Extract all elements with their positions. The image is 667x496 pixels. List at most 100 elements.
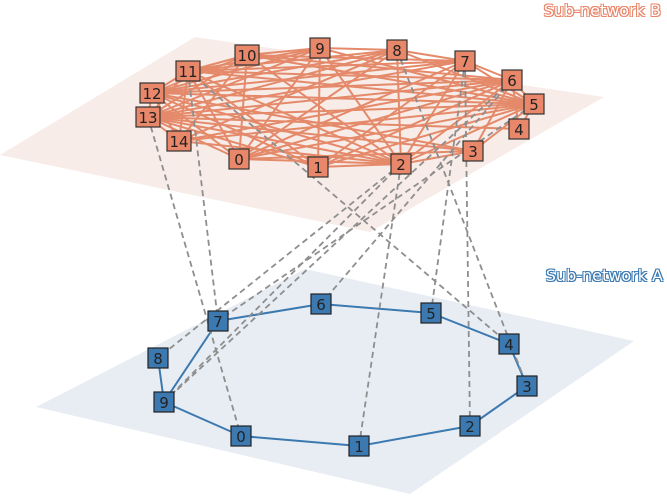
subnetwork-b-node-box (386, 39, 408, 61)
subnetwork-b-node-label: 10 (237, 47, 256, 65)
subnetwork-b-node-box (139, 82, 165, 104)
subnetwork-a-nodes: 0 1 2 3 4 5 6 7 8 9 (147, 293, 538, 457)
subnetwork-a-node-3[interactable]: 3 (516, 375, 538, 397)
subnetwork-b-node-label: 7 (460, 53, 470, 71)
subnetwork-b-node-box (454, 50, 476, 72)
subnetwork-b-node-label: 2 (396, 156, 406, 174)
subnetwork-b-node-11[interactable]: 11 (175, 60, 201, 82)
subnetwork-b-node-label: 6 (507, 72, 517, 90)
subnetwork-b-edge (178, 103, 535, 142)
subnetwork-b-edge (147, 116, 319, 168)
subnetwork-b-edge (147, 116, 520, 130)
interlayer-link (217, 103, 535, 322)
interlayer-link (157, 163, 402, 359)
subnetwork-a-node-label: 1 (354, 438, 364, 456)
subnetwork-b-node-7[interactable]: 7 (454, 50, 476, 72)
subnetwork-b-node-13[interactable]: 13 (135, 106, 161, 128)
subnetwork-a-node-label: 5 (426, 305, 436, 323)
subnetwork-a-edge (430, 312, 510, 345)
subnetwork-b-node-box (309, 37, 331, 59)
subnetwork-b-node-label: 3 (468, 143, 478, 161)
subnetwork-b-node-box (390, 153, 412, 175)
subnetwork-b-node-2[interactable]: 2 (390, 153, 412, 175)
subnetwork-a-node-box (153, 391, 175, 413)
interlayer-link (163, 163, 402, 403)
subnetwork-a-title: Sub-network A (545, 266, 663, 285)
subnetwork-a-node-box (348, 435, 370, 457)
subnetwork-a-node-5[interactable]: 5 (420, 302, 442, 324)
subnetwork-a-node-label: 3 (522, 378, 532, 396)
subnetwork-b-edge (319, 47, 398, 51)
subnetwork-a-edge (320, 303, 432, 314)
subnetwork-b-edge (187, 49, 398, 72)
subnetwork-b-node-1[interactable]: 1 (307, 156, 329, 178)
subnetwork-a-node-8[interactable]: 8 (147, 347, 169, 369)
subnetwork-b-edge (317, 103, 535, 168)
subnetwork-b-node-box (523, 93, 545, 115)
subnetwork-b-node-12[interactable]: 12 (139, 82, 165, 104)
subnetwork-b-edge (147, 116, 402, 165)
subnetwork-b-edge (178, 54, 248, 142)
subnetwork-a-node-label: 9 (159, 394, 169, 412)
subnetwork-b-node-label: 4 (514, 121, 524, 139)
subnetwork-a-node-6[interactable]: 6 (310, 293, 332, 315)
subnetwork-b-node-label: 9 (315, 40, 325, 58)
subnetwork-b-edge (187, 70, 513, 81)
subnetwork-b-node-0[interactable]: 0 (228, 148, 250, 170)
subnetwork-b-edge (151, 49, 398, 94)
subnetwork-a-node-box (207, 310, 229, 332)
subnetwork-a-node-4[interactable]: 4 (498, 333, 520, 355)
subnetwork-a-node-1[interactable]: 1 (348, 435, 370, 457)
subnetwork-a-edge (163, 320, 219, 403)
subnetwork-a-node-7[interactable]: 7 (207, 310, 229, 332)
subnetwork-b-edge (147, 54, 248, 118)
subnetwork-b-edge (147, 49, 398, 118)
interlayer-link (320, 79, 513, 305)
subnetwork-a-node-box (498, 333, 520, 355)
subnetwork-b-edge (147, 60, 466, 118)
subnetwork-a-node-box (230, 425, 252, 447)
subnetwork-b-node-label: 14 (169, 133, 188, 151)
subnetwork-a-node-9[interactable]: 9 (153, 391, 175, 413)
subnetwork-b-node-label: 5 (529, 96, 539, 114)
subnetwork-b-edge (147, 116, 474, 152)
subnetwork-b-node-4[interactable]: 4 (508, 118, 530, 140)
subnetwork-a-node-label: 0 (236, 428, 246, 446)
subnetwork-b-node-box (307, 156, 329, 178)
subnetwork-a-node-box (310, 293, 332, 315)
subnetwork-b-node-6[interactable]: 6 (501, 69, 523, 91)
subnetwork-a-edge (358, 425, 471, 447)
interlayer-link (430, 60, 466, 314)
subnetwork-b-node-label: 1 (313, 159, 323, 177)
subnetwork-b-edge (178, 70, 189, 142)
subnetwork-b-edge (317, 163, 402, 168)
subnetwork-b-node-label: 8 (392, 42, 402, 60)
subnetwork-a-node-label: 6 (316, 296, 326, 314)
interlayer-link (147, 116, 242, 437)
subnetwork-b-edge (187, 60, 466, 72)
subnetwork-a-node-0[interactable]: 0 (230, 425, 252, 447)
subnetwork-a-edge (217, 303, 322, 322)
subnetwork-b-node-10[interactable]: 10 (234, 44, 260, 66)
interlayer-link (396, 49, 528, 387)
subnetwork-b-edge (178, 79, 513, 142)
subnetwork-b-node-5[interactable]: 5 (523, 93, 545, 115)
subnetwork-b-title: Sub-network B (543, 1, 661, 20)
subnetwork-b-node-label: 13 (138, 109, 157, 127)
subnetwork-b-edge (246, 54, 535, 105)
subnetwork-b-node-8[interactable]: 8 (386, 39, 408, 61)
subnetwork-b-node-box (166, 130, 192, 152)
subnetwork-b-node-box (462, 140, 484, 162)
subnetwork-b-node-label: 12 (142, 85, 161, 103)
subnetwork-b-node-3[interactable]: 3 (462, 140, 484, 162)
subnetwork-a-node-2[interactable]: 2 (459, 415, 481, 437)
subnetwork-a-plane (36, 269, 634, 494)
subnetwork-b-node-box (508, 118, 530, 140)
subnetwork-b-edge (400, 150, 474, 165)
subnetwork-b-node-9[interactable]: 9 (309, 37, 331, 59)
subnetwork-b-node-14[interactable]: 14 (166, 130, 192, 152)
subnetwork-a-edge (163, 401, 242, 437)
interlayer-links (147, 49, 535, 447)
subnetwork-b-node-box (228, 148, 250, 170)
